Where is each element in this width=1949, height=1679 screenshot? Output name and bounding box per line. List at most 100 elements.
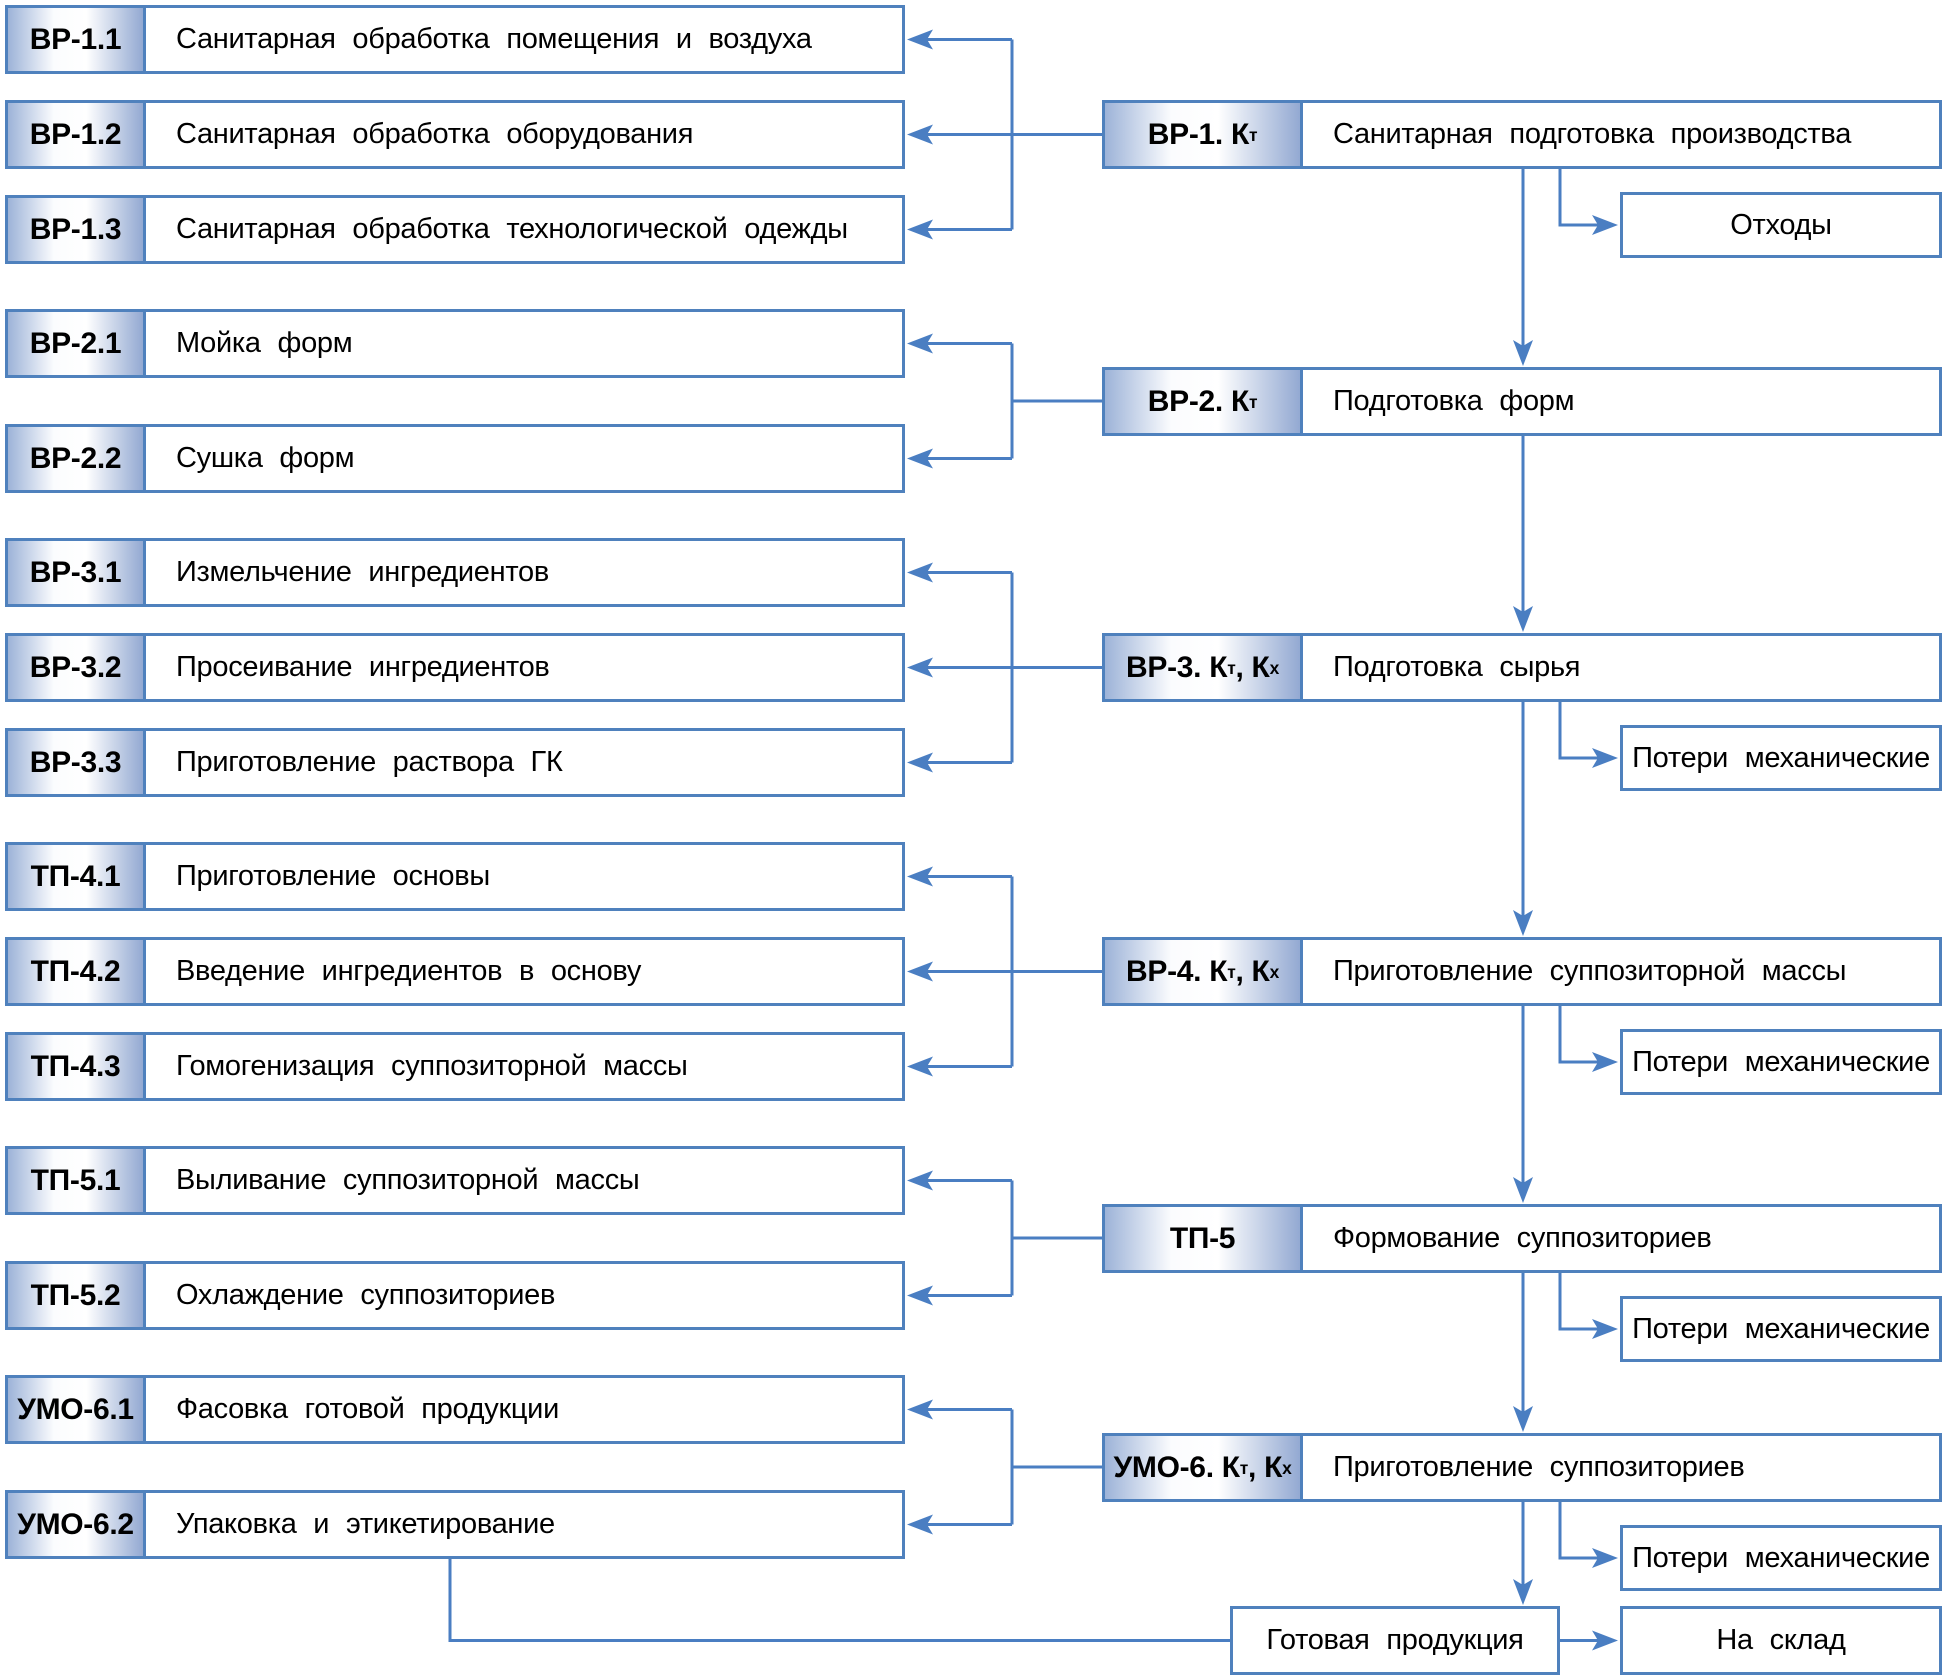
- step-title: Выливание суппозиторной массы: [146, 1149, 640, 1212]
- step-code-label: ВР-2.1: [8, 312, 146, 375]
- step-title-text: Гомогенизация суппозиторной массы: [176, 1050, 688, 1082]
- step-title-text: Введение ингредиентов в основу: [176, 955, 642, 987]
- stage-title: Формование суппозиториев: [1303, 1207, 1712, 1270]
- stage-code-label: ТП-5: [1105, 1207, 1303, 1270]
- packaging-tail-line: [448, 1559, 1230, 1642]
- step-title: Гомогенизация суппозиторной массы: [146, 1035, 688, 1098]
- step-title-text: Выливание суппозиторной массы: [176, 1164, 640, 1196]
- step-title: Приготовление раствора ГК: [146, 731, 563, 794]
- step-code-label: ТП-4.1: [8, 845, 146, 908]
- substep-arrowhead: [907, 29, 933, 50]
- side-box-label: Потери механические: [1632, 1541, 1930, 1574]
- step-title-text: Приготовление основы: [176, 860, 490, 892]
- step-box: ВР-1.1 Санитарная обработка помещения и в…: [5, 5, 905, 74]
- substep-arrowhead: [907, 752, 933, 773]
- stage-title-text: Подготовка форм: [1333, 385, 1575, 417]
- stage-code-text: ВР-4. К: [1126, 954, 1228, 988]
- substep-arrowhead: [907, 1285, 933, 1306]
- step-title-text: Приготовление раствора ГК: [176, 746, 563, 778]
- step-title: Санитарная обработка технологической оде…: [146, 198, 848, 261]
- step-code-label: ВР-3.1: [8, 541, 146, 604]
- step-title: Фасовка готовой продукции: [146, 1378, 559, 1441]
- step-code-label: ТП-5.2: [8, 1264, 146, 1327]
- step-title-text: Фасовка готовой продукции: [176, 1393, 559, 1425]
- finished-product-box: Готовая продукция: [1230, 1606, 1560, 1675]
- substep-arrowhead: [907, 1399, 933, 1420]
- step-code-label: УМО-6.2: [8, 1493, 146, 1556]
- step-box: ТП-4.2 Введение ингредиентов в основу: [5, 937, 905, 1006]
- flow-arrowhead: [1513, 910, 1533, 936]
- warehouse-label: На склад: [1716, 1624, 1846, 1656]
- branch-arrowhead: [1592, 748, 1618, 768]
- loss-box: Потери механические: [1620, 1296, 1942, 1362]
- substep-arrowhead: [907, 1056, 933, 1077]
- step-box: ТП-4.3 Гомогенизация суппозиторной массы: [5, 1032, 905, 1101]
- to-warehouse-arrowhead: [1592, 1630, 1618, 1651]
- substep-arrowhead: [907, 333, 933, 354]
- stage-title-text: Санитарная подготовка производства: [1333, 118, 1852, 150]
- side-box-label: Потери механические: [1632, 1312, 1930, 1345]
- loss-box: Потери механические: [1620, 1525, 1942, 1591]
- stage-code-text: УМО-6. К: [1113, 1450, 1241, 1484]
- step-code-text: ТП-4.3: [30, 1049, 121, 1083]
- branch-arrowhead: [1592, 1319, 1618, 1339]
- stage-title: Подготовка сырья: [1303, 636, 1580, 699]
- stage-code-text: ВР-1. К: [1147, 117, 1250, 151]
- stage-code-text: , К: [1235, 650, 1270, 684]
- stage-title: Приготовление суппозиториев: [1303, 1436, 1745, 1499]
- step-title: Охлаждение суппозиториев: [146, 1264, 555, 1327]
- step-code-text: ВР-3.1: [29, 555, 122, 589]
- step-box: ВР-2.2 Сушка форм: [5, 424, 905, 493]
- side-box-label: Потери механические: [1632, 741, 1930, 774]
- step-code-text: ТП-5.2: [30, 1278, 121, 1312]
- stage-code-text: , К: [1248, 1450, 1283, 1484]
- side-box-label: Отходы: [1730, 208, 1832, 241]
- step-code-text: ВР-1.1: [29, 22, 122, 56]
- step-box: УМО-6.2 Упаковка и этикетирование: [5, 1490, 905, 1559]
- step-code-text: ВР-1.2: [29, 117, 122, 151]
- stage-code-text: , К: [1235, 954, 1270, 988]
- step-box: ТП-4.1 Приготовление основы: [5, 842, 905, 911]
- step-code-text: ВР-2.1: [29, 326, 122, 360]
- step-code-text: ВР-2.2: [29, 441, 122, 475]
- step-code-label: ТП-4.2: [8, 940, 146, 1003]
- step-title-text: Сушка форм: [176, 442, 355, 474]
- step-title: Приготовление основы: [146, 845, 490, 908]
- step-code-text: ТП-4.1: [30, 859, 121, 893]
- step-code-text: УМО-6.2: [17, 1507, 134, 1541]
- stage-code-text: ВР-2. К: [1147, 384, 1250, 418]
- loss-box: Потери механические: [1620, 1029, 1942, 1095]
- step-title: Мойка форм: [146, 312, 353, 375]
- step-title: Просеивание ингредиентов: [146, 636, 550, 699]
- step-title: Санитарная обработка помещения и воздуха: [146, 8, 812, 71]
- substep-arrowhead: [907, 866, 933, 887]
- step-code-text: ТП-5.1: [30, 1163, 121, 1197]
- step-code-label: ВР-1.1: [8, 8, 146, 71]
- stage-title-text: Приготовление суппозиториев: [1333, 1451, 1745, 1483]
- step-title-text: Упаковка и этикетирование: [176, 1508, 555, 1540]
- side-box-label: Потери механические: [1632, 1045, 1930, 1078]
- step-code-label: ВР-2.2: [8, 427, 146, 490]
- stage-title-text: Подготовка сырья: [1333, 651, 1581, 683]
- step-title-text: Охлаждение суппозиториев: [176, 1279, 556, 1311]
- step-title: Упаковка и этикетирование: [146, 1493, 555, 1556]
- step-code-label: ВР-1.3: [8, 198, 146, 261]
- flow-arrowhead: [1513, 1177, 1533, 1203]
- warehouse-box: На склад: [1620, 1606, 1942, 1675]
- substep-arrowhead: [907, 1170, 933, 1191]
